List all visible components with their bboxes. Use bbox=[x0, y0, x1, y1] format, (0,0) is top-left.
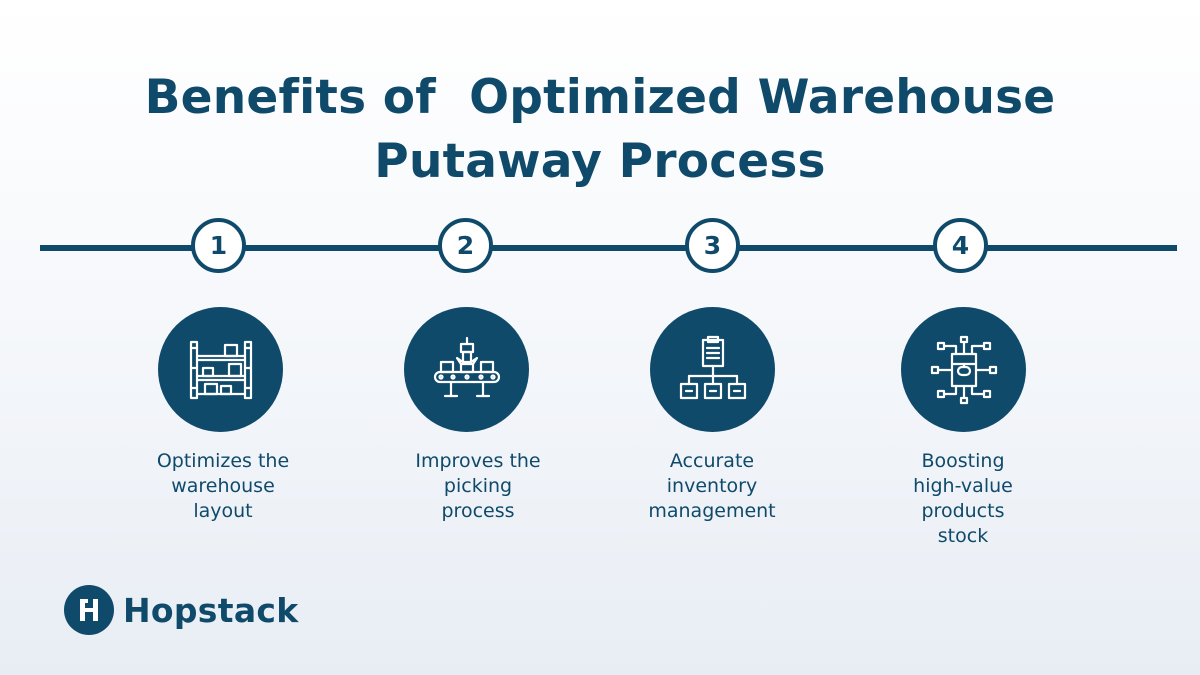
step-1-icon-circle bbox=[158, 307, 283, 432]
step-1-label-line: Optimizes the bbox=[156, 450, 290, 472]
step-3-icon-circle bbox=[650, 307, 775, 432]
hopstack-logo: Hopstack bbox=[64, 585, 299, 635]
step-2-icon-circle bbox=[404, 307, 529, 432]
step-4-icon-circle bbox=[901, 307, 1026, 432]
step-3-label-line: management bbox=[648, 500, 776, 522]
step-3-label-line: Accurate bbox=[669, 450, 755, 472]
timeline-line bbox=[40, 245, 1177, 251]
step-number-3: 3 bbox=[685, 218, 740, 273]
step-2-label-line: picking bbox=[443, 475, 513, 497]
step-number-4: 4 bbox=[933, 218, 988, 273]
brand-name: Hopstack bbox=[123, 590, 299, 630]
page-title: Benefits of Optimized Warehouse Putaway … bbox=[0, 66, 1200, 194]
step-4-label-line: products bbox=[921, 500, 1005, 522]
step-4-label-line: Boosting bbox=[921, 450, 1005, 472]
step-1-label-line: warehouse bbox=[171, 475, 275, 497]
step-number-1: 1 bbox=[191, 218, 246, 273]
step-4-label-line: high-value bbox=[913, 475, 1013, 497]
step-2-label-line: process bbox=[441, 500, 515, 522]
high-value-product-icon bbox=[930, 335, 997, 404]
step-2-label: Improves the picking process bbox=[383, 449, 573, 524]
title-line-1: Benefits of Optimized Warehouse bbox=[144, 70, 1056, 125]
step-3-label-line: inventory bbox=[666, 475, 758, 497]
step-1-label-line: layout bbox=[193, 500, 253, 522]
step-4-label: Boosting high-value products stock bbox=[868, 449, 1058, 549]
warehouse-shelving-icon bbox=[189, 340, 252, 399]
step-3-label: Accurate inventory management bbox=[617, 449, 807, 524]
title-line-2: Putaway Process bbox=[374, 134, 826, 189]
hopstack-logo-icon bbox=[64, 585, 114, 635]
step-number-2: 2 bbox=[438, 218, 493, 273]
step-1-label: Optimizes the warehouse layout bbox=[128, 449, 318, 524]
step-4-label-line: stock bbox=[937, 525, 989, 547]
inventory-hierarchy-icon bbox=[679, 335, 746, 399]
conveyor-picking-icon bbox=[433, 336, 500, 397]
step-2-label-line: Improves the bbox=[415, 450, 541, 472]
